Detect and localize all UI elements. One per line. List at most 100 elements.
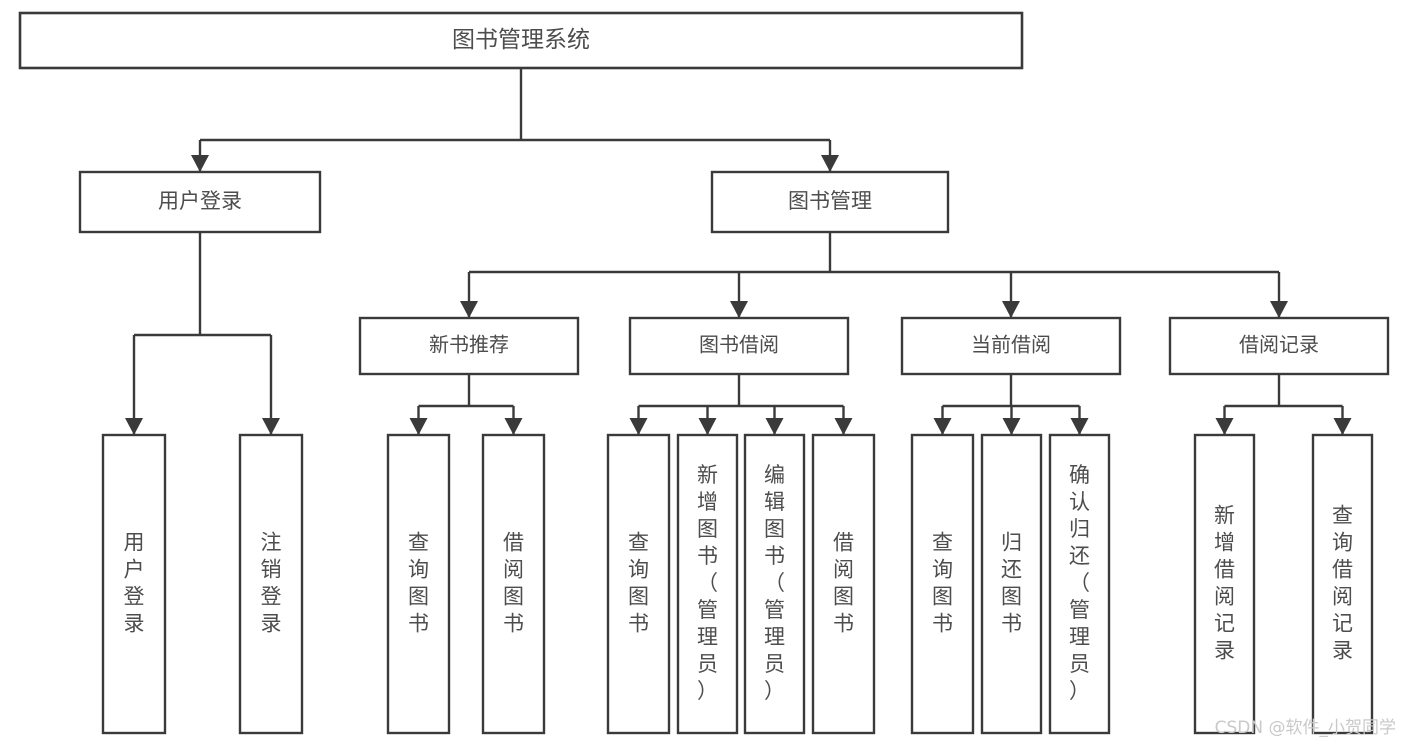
node-box-leaf-logout[interactable]	[238, 433, 304, 735]
arrow-head-icon	[1215, 418, 1234, 435]
glyph: 阅	[503, 558, 524, 582]
node-leaf-edit-book[interactable]: 编辑图书（管理员）	[743, 433, 806, 735]
node-current-borrow[interactable]: 当前借阅	[900, 316, 1122, 376]
arrow-head-icon	[765, 418, 784, 435]
node-box-book-manage[interactable]	[710, 170, 950, 234]
glyph: 增	[697, 490, 718, 514]
glyph: 借	[503, 531, 524, 555]
node-leaf-add-record[interactable]: 新增借阅记录	[1193, 433, 1256, 735]
node-book-borrow[interactable]: 图书借阅	[628, 316, 850, 376]
node-box-new-book-recommend[interactable]	[358, 316, 580, 376]
arrow-head-icon	[409, 418, 428, 435]
node-label-leaf-query-book-1: 查询图书	[408, 531, 429, 636]
node-box-leaf-add-book[interactable]	[676, 433, 739, 735]
node-leaf-query-book-1[interactable]: 查询图书	[386, 433, 451, 735]
glyph: 员	[764, 652, 785, 676]
node-box-book-borrow[interactable]	[628, 316, 850, 376]
glyph: 员	[1069, 652, 1090, 676]
node-label-leaf-query-book-2: 查询图书	[628, 531, 649, 636]
node-box-leaf-confirm-return[interactable]	[1048, 433, 1111, 735]
node-box-user-login[interactable]	[78, 170, 322, 234]
glyph: 管	[1069, 598, 1090, 622]
arrow-head-icon	[1070, 418, 1089, 435]
glyph: 图	[764, 517, 785, 541]
glyph: 记	[1214, 612, 1235, 636]
glyph: 新	[1214, 504, 1235, 528]
node-label-new-book-recommend: 新书推荐	[429, 333, 509, 357]
arrow-head-icon	[262, 418, 280, 435]
node-label-leaf-confirm-return: 确认归还（管理员）	[1069, 463, 1090, 703]
arrow-head-icon	[460, 301, 478, 318]
node-leaf-query-record[interactable]: 查询借阅记录	[1311, 433, 1374, 735]
node-box-leaf-user-login[interactable]	[101, 433, 167, 735]
node-box-leaf-query-book-1[interactable]	[386, 433, 451, 735]
node-leaf-borrow-book-1[interactable]: 借阅图书	[481, 433, 546, 735]
node-label-leaf-edit-book: 编辑图书（管理员）	[764, 463, 785, 703]
arrow-head-icon	[1270, 301, 1288, 318]
glyph: 录	[1214, 639, 1235, 663]
glyph: 阅	[1214, 585, 1235, 609]
arrow-head-icon	[698, 418, 717, 435]
glyph: 书	[764, 544, 785, 568]
node-leaf-query-book-2[interactable]: 查询图书	[606, 433, 671, 735]
connector-layer	[125, 68, 1352, 435]
node-leaf-user-login[interactable]: 用户登录	[101, 433, 167, 735]
node-label-current-borrow: 当前借阅	[971, 333, 1051, 357]
node-leaf-return-book[interactable]: 归还图书	[980, 433, 1043, 735]
node-box-leaf-query-book-2[interactable]	[606, 433, 671, 735]
glyph: 图	[408, 585, 429, 609]
glyph: 询	[628, 558, 649, 582]
arrow-head-icon	[125, 418, 143, 435]
node-box-leaf-edit-book[interactable]	[743, 433, 806, 735]
glyph: 增	[1214, 531, 1235, 555]
node-root[interactable]: 图书管理系统	[18, 11, 1024, 70]
node-box-current-borrow[interactable]	[900, 316, 1122, 376]
glyph: 书	[697, 544, 718, 568]
glyph: 查	[932, 531, 953, 555]
node-box-leaf-add-record[interactable]	[1193, 433, 1256, 735]
glyph: 图	[503, 585, 524, 609]
glyph: 查	[628, 531, 649, 555]
glyph: （	[1069, 571, 1090, 595]
node-box-leaf-borrow-book-1[interactable]	[481, 433, 546, 735]
glyph: 录	[261, 612, 282, 636]
node-box-leaf-query-record[interactable]	[1311, 433, 1374, 735]
node-box-leaf-borrow-book-2[interactable]	[811, 433, 876, 735]
node-user-login[interactable]: 用户登录	[78, 170, 322, 234]
glyph: 登	[261, 585, 282, 609]
glyph: 借	[1214, 558, 1235, 582]
connector-edge-root-split	[191, 68, 839, 172]
arrow-head-icon	[730, 301, 748, 318]
node-box-root[interactable]	[18, 11, 1024, 70]
node-leaf-logout[interactable]: 注销登录	[238, 433, 304, 735]
node-leaf-query-book-3[interactable]: 查询图书	[910, 433, 975, 735]
node-box-borrow-record[interactable]	[1168, 316, 1390, 376]
glyph: 借	[1332, 558, 1353, 582]
glyph: 书	[1001, 612, 1022, 636]
node-label-leaf-user-login: 用户登录	[124, 531, 145, 636]
node-box-leaf-return-book[interactable]	[980, 433, 1043, 735]
node-label-leaf-add-record: 新增借阅记录	[1214, 504, 1235, 663]
arrow-head-icon	[1002, 301, 1020, 318]
glyph: 编	[764, 463, 785, 487]
glyph: 理	[764, 625, 785, 649]
node-label-leaf-query-book-3: 查询图书	[932, 531, 953, 636]
node-box-leaf-query-book-3[interactable]	[910, 433, 975, 735]
arrow-head-icon	[191, 155, 209, 172]
node-label-book-borrow: 图书借阅	[699, 333, 779, 357]
node-label-user-login: 用户登录	[158, 189, 242, 213]
glyph: 录	[124, 612, 145, 636]
arrow-head-icon	[821, 155, 839, 172]
glyph: 录	[1332, 639, 1353, 663]
node-leaf-confirm-return[interactable]: 确认归还（管理员）	[1048, 433, 1111, 735]
watermark-label: CSDN @软件_小贺同学	[1215, 718, 1396, 738]
glyph: 询	[1332, 531, 1353, 555]
node-label-borrow-record: 借阅记录	[1239, 333, 1319, 357]
node-leaf-borrow-book-2[interactable]: 借阅图书	[811, 433, 876, 735]
glyph: 图	[932, 585, 953, 609]
node-borrow-record[interactable]: 借阅记录	[1168, 316, 1390, 376]
node-book-manage[interactable]: 图书管理	[710, 170, 950, 234]
glyph: 图	[628, 585, 649, 609]
node-leaf-add-book[interactable]: 新增图书（管理员）	[676, 433, 739, 735]
node-new-book-recommend[interactable]: 新书推荐	[358, 316, 580, 376]
